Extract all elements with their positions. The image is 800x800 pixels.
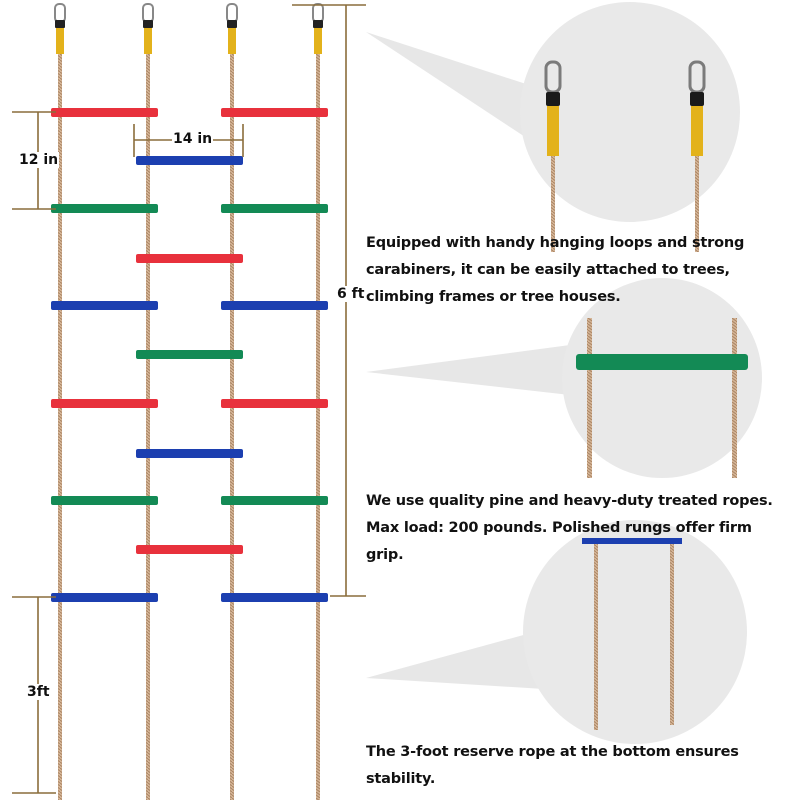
rung-middle-2 [136, 254, 243, 263]
rung-middle-1 [136, 156, 243, 165]
rung-right-4 [221, 399, 328, 408]
ropes [58, 52, 320, 800]
rung-left-4 [51, 399, 158, 408]
callout-hanging [366, 2, 740, 252]
carabiner-icon [54, 3, 66, 54]
dim-label-rung-spacing: 12 in [18, 152, 60, 168]
rungs [51, 108, 328, 602]
callout-circle [523, 520, 747, 744]
rung-left-6 [51, 593, 158, 602]
rung-right-3 [221, 301, 328, 310]
callout-pointer [366, 32, 560, 160]
rope-3 [230, 52, 234, 800]
rung-left-1 [51, 108, 158, 117]
dim-label-ladder-height: 6 ft [336, 286, 366, 302]
rope-icon [587, 318, 592, 478]
rung-right-2 [221, 204, 328, 213]
caption-material: We use quality pine and heavy-duty treat… [366, 493, 773, 563]
rope-4 [316, 52, 320, 800]
rope-1 [58, 52, 62, 800]
rope-icon [594, 540, 598, 730]
callout-circle [562, 278, 762, 478]
carabiner-icon [688, 60, 706, 252]
rung-middle-4 [136, 449, 243, 458]
carabiner-icon [142, 3, 154, 54]
rung-left-3 [51, 301, 158, 310]
callout-reserve [366, 520, 747, 744]
carabiners [54, 3, 324, 54]
rung-middle-3 [136, 350, 243, 359]
dim-label-reserve-rope: 3ft [26, 684, 51, 700]
rung-icon [582, 538, 682, 544]
callout-pointer [366, 625, 560, 690]
callout-rung [366, 278, 762, 478]
rope-2 [146, 52, 150, 800]
caption-hanging: Equipped with handy hanging loops and st… [366, 235, 745, 305]
dim-label-rung-width: 14 in [172, 131, 214, 147]
callout-pointer [366, 345, 570, 395]
caption-reserve: The 3-foot reserve rope at the bottom en… [366, 744, 739, 787]
rung-left-2 [51, 204, 158, 213]
rung-right-6 [221, 593, 328, 602]
rung-left-5 [51, 496, 158, 505]
carabiner-icon [544, 60, 562, 252]
carabiner-icon [312, 3, 324, 54]
rope-icon [732, 318, 737, 478]
rung-icon [576, 354, 748, 370]
rope-icon [670, 540, 674, 725]
rung-right-1 [221, 108, 328, 117]
rung-middle-5 [136, 545, 243, 554]
callout-circle [520, 2, 740, 222]
carabiner-icon [226, 3, 238, 54]
rung-right-5 [221, 496, 328, 505]
